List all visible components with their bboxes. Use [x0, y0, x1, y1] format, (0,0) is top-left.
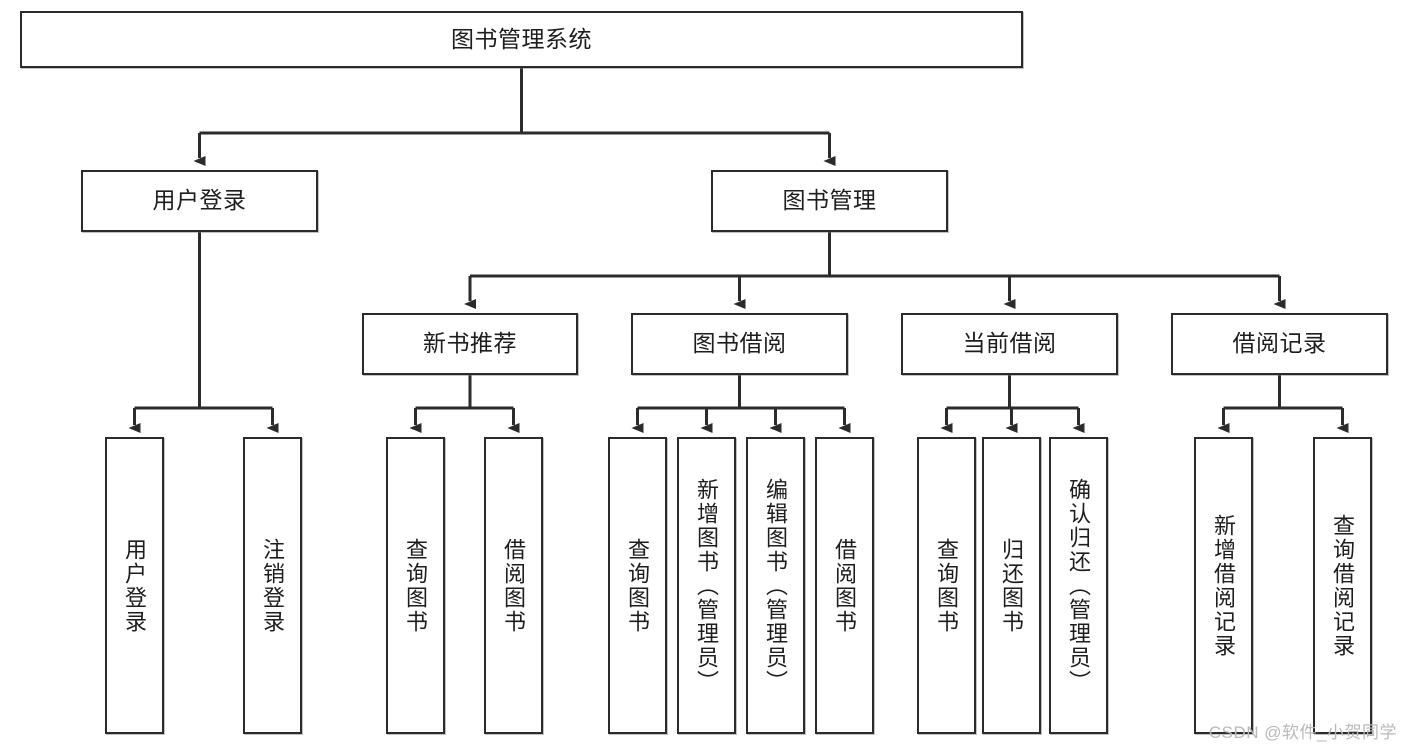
node-label: 用户登录 — [122, 537, 148, 634]
node-leaf-borrow-book[interactable]: 借阅图书 — [815, 437, 874, 734]
node-book-borrow[interactable]: 图书借阅 — [631, 313, 848, 375]
node-current-borrow[interactable]: 当前借阅 — [901, 313, 1118, 375]
node-leaf-user-login[interactable]: 用户登录 — [105, 437, 164, 734]
node-root[interactable]: 图书管理系统 — [20, 11, 1023, 68]
node-book-manage[interactable]: 图书管理 — [711, 170, 948, 232]
node-label: 借阅图书 — [832, 537, 858, 634]
node-leaf-query-book-rec[interactable]: 查询图书 — [386, 437, 445, 734]
node-leaf-add-borrow-record[interactable]: 新增借阅记录 — [1194, 437, 1253, 734]
node-label: 图书管理 — [782, 187, 877, 214]
node-label: 查询图书 — [934, 537, 960, 634]
node-leaf-query-book-current[interactable]: 查询图书 — [917, 437, 976, 734]
node-label: 借阅图书 — [501, 537, 527, 634]
node-label: 查询借阅记录 — [1330, 513, 1356, 658]
node-label: 图书管理系统 — [451, 25, 592, 52]
node-label: 新书推荐 — [423, 330, 517, 357]
node-label: 查询图书 — [403, 537, 429, 634]
node-leaf-logout-login[interactable]: 注销登录 — [243, 437, 302, 734]
node-user-login[interactable]: 用户登录 — [81, 170, 318, 232]
node-label: 查询图书 — [625, 537, 651, 634]
node-label: 新增图书（管理员） — [694, 477, 720, 694]
node-new-book-recommend[interactable]: 新书推荐 — [362, 313, 578, 375]
csdn-watermark: CSDN @软件_小贺同学 — [1208, 723, 1397, 742]
node-label: 确认归还（管理员） — [1066, 477, 1092, 694]
node-leaf-query-book-borrow[interactable]: 查询图书 — [608, 437, 667, 734]
node-label: 用户登录 — [152, 187, 247, 214]
node-label: 注销登录 — [260, 537, 286, 634]
node-borrow-record[interactable]: 借阅记录 — [1171, 313, 1388, 375]
node-label: 图书借阅 — [692, 330, 787, 357]
node-leaf-add-book-admin[interactable]: 新增图书（管理员） — [677, 437, 736, 734]
node-leaf-edit-book-admin[interactable]: 编辑图书（管理员） — [746, 437, 805, 734]
node-leaf-query-borrow-record[interactable]: 查询借阅记录 — [1313, 437, 1372, 734]
node-leaf-confirm-return-admin[interactable]: 确认归还（管理员） — [1049, 437, 1108, 734]
node-leaf-return-book[interactable]: 归还图书 — [982, 437, 1041, 734]
node-label: 借阅记录 — [1232, 330, 1327, 357]
node-label: 编辑图书（管理员） — [763, 477, 789, 694]
node-label: 新增借阅记录 — [1211, 513, 1237, 658]
node-leaf-borrow-book-rec[interactable]: 借阅图书 — [484, 437, 543, 734]
node-label: 当前借阅 — [962, 330, 1057, 357]
node-label: 归还图书 — [999, 537, 1025, 634]
